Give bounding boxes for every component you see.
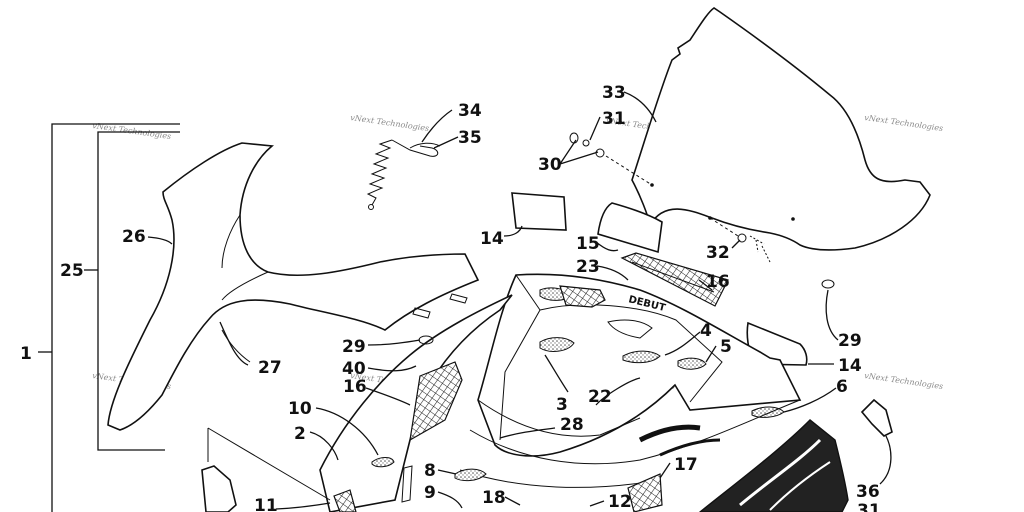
assembly-brackets [38,123,180,512]
callout-31b: 31 [857,501,881,512]
windshield [631,7,931,251]
callout-3: 3 [556,395,568,415]
callout-33: 33 [602,83,626,103]
callout-9: 9 [424,483,436,503]
callout-34: 34 [458,101,482,121]
clip-part [860,398,893,437]
callout-2: 2 [294,424,306,444]
callout-5: 5 [720,337,732,357]
callout-32: 32 [706,243,730,263]
side-graphic [638,419,849,512]
callout-30: 30 [538,155,562,175]
callout-12: 12 [608,492,632,512]
watermark: vNext Technologies [864,113,944,133]
callout-16b: 16 [343,377,367,397]
callout-11: 11 [254,496,278,512]
callout-17: 17 [674,455,698,475]
watermark: vNext Technologies [350,113,430,133]
leader-lines [147,91,892,510]
callout-8: 8 [424,461,436,481]
callout-31a: 31 [602,109,626,129]
callout-4: 4 [700,321,712,341]
watermark: vNext Technologies [864,371,944,391]
bracket [201,427,331,512]
callout-14a: 14 [480,229,504,249]
hood-spring [366,139,441,210]
hood: DEBUT [477,273,802,457]
callout-6: 6 [836,377,848,397]
side-panel [107,142,480,431]
lower-cowl [319,294,801,512]
callout-29b: 29 [838,331,862,351]
callout-35: 35 [458,128,482,148]
callout-18: 18 [482,488,506,508]
callout-23: 23 [576,257,600,277]
callout-15: 15 [576,234,600,254]
callout-26: 26 [122,227,146,247]
callout-40: 40 [342,359,366,379]
callout-29a: 29 [342,337,366,357]
callout-14b: 14 [838,356,862,376]
callout-1: 1 [20,344,32,364]
callout-labels: 1 2 3 4 5 6 8 9 10 11 12 14 14 15 16 16 … [20,83,881,512]
top-vent [620,252,729,307]
callout-28: 28 [560,415,584,435]
callout-16a: 16 [706,272,730,292]
callout-25: 25 [60,261,84,281]
callout-22: 22 [588,387,612,407]
callout-27: 27 [258,358,282,378]
callout-36: 36 [856,482,880,502]
callout-10: 10 [288,399,312,419]
